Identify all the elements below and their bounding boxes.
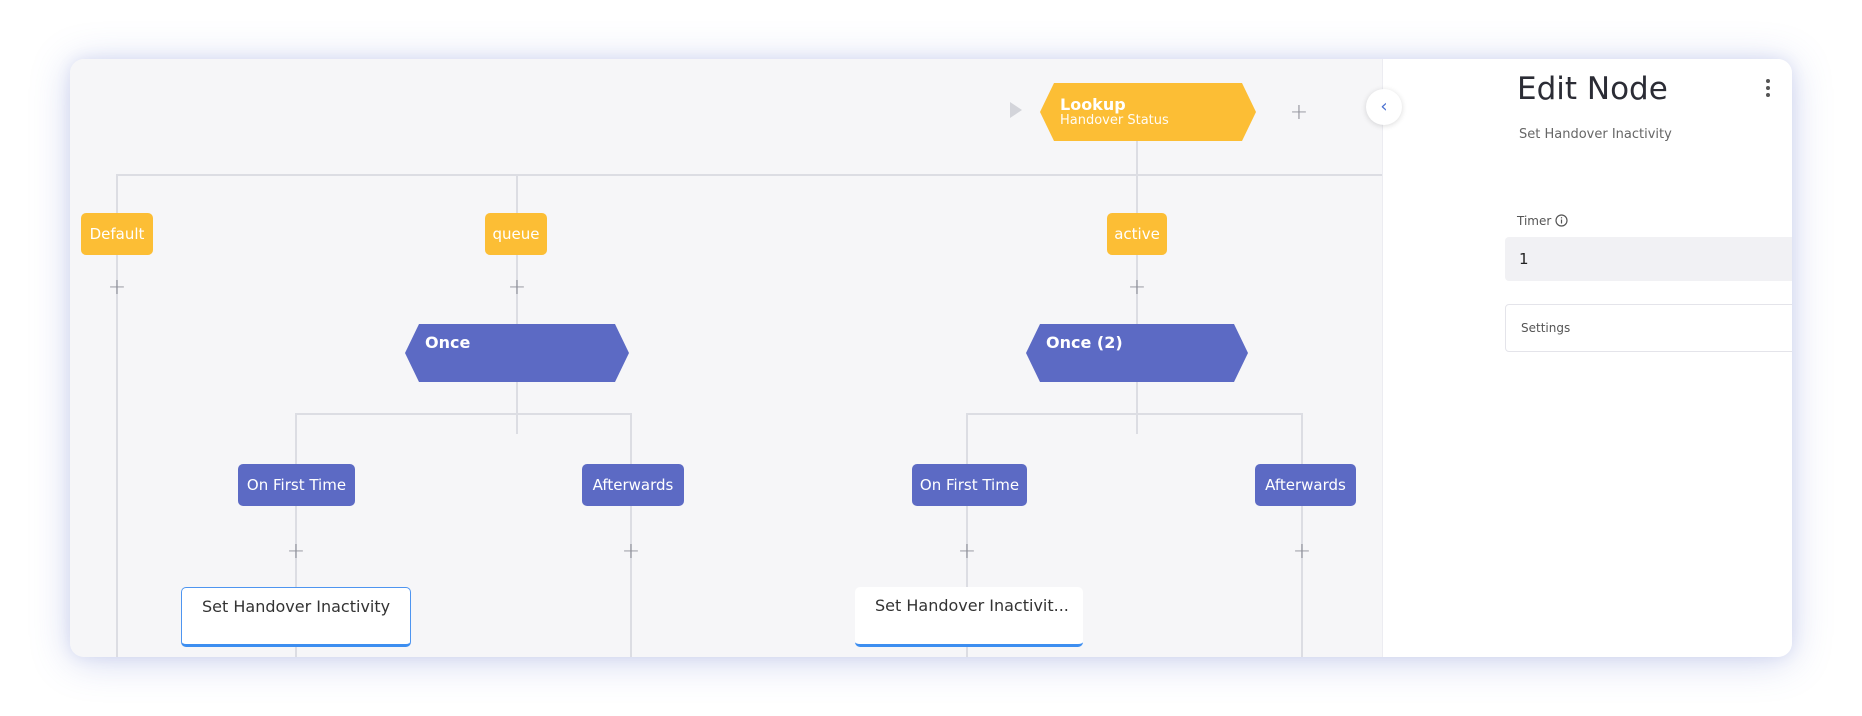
more-options-icon[interactable] <box>1763 79 1773 103</box>
connector <box>966 413 968 657</box>
add-node-plus-icon[interactable]: + <box>107 275 127 300</box>
panel-title: Edit Node <box>1517 71 1668 107</box>
timer-input[interactable]: 1 AI <box>1505 237 1792 281</box>
once-right-title: Once (2) <box>1046 333 1123 352</box>
settings-label: Settings <box>1521 321 1571 335</box>
once-node-shape <box>1026 324 1248 382</box>
app-window: Lookup Handover Status + Default queue a… <box>70 59 1792 657</box>
add-node-plus-icon[interactable]: + <box>1292 539 1312 564</box>
add-node-plus-icon[interactable]: + <box>1289 100 1309 125</box>
add-node-plus-icon[interactable]: + <box>621 539 641 564</box>
connector <box>1136 127 1138 213</box>
action-node-right[interactable]: Set Handover Inactivit... <box>855 587 1083 647</box>
lookup-node[interactable]: Lookup Handover Status <box>1040 83 1256 141</box>
once-left-title: Once <box>425 333 471 352</box>
branch-active[interactable]: active <box>1107 213 1167 255</box>
start-arrow-icon <box>1010 102 1022 118</box>
once-node-right[interactable]: Once (2) <box>1026 324 1248 382</box>
connector <box>116 174 118 657</box>
outcome-afterwards-left[interactable]: Afterwards <box>582 464 684 506</box>
branch-queue[interactable]: queue <box>485 213 547 255</box>
action-node-left[interactable]: Set Handover Inactivity <box>181 587 411 647</box>
connector <box>516 174 518 434</box>
timer-value: 1 <box>1519 250 1529 268</box>
branch-default[interactable]: Default <box>81 213 153 255</box>
connector <box>116 174 1382 176</box>
outcome-on-first-time-left[interactable]: On First Time <box>238 464 355 506</box>
once-node-shape <box>405 324 629 382</box>
add-node-plus-icon[interactable]: + <box>507 275 527 300</box>
outcome-afterwards-right[interactable]: Afterwards <box>1255 464 1356 506</box>
connector <box>630 413 632 657</box>
lookup-title: Lookup <box>1060 95 1126 114</box>
connector <box>1301 413 1303 657</box>
connector <box>295 413 297 657</box>
lookup-subtitle: Handover Status <box>1060 113 1169 128</box>
info-icon[interactable] <box>1555 214 1568 227</box>
connector <box>966 413 1302 415</box>
add-node-plus-icon[interactable]: + <box>1127 275 1147 300</box>
lookup-node-shape <box>1040 83 1256 141</box>
chevron-left-icon: ‹ <box>1380 96 1388 117</box>
once-node-left[interactable]: Once <box>405 324 629 382</box>
connector <box>295 413 631 415</box>
panel-subtitle: Set Handover Inactivity <box>1519 127 1672 142</box>
edit-node-panel: Edit Node Set Handover Inactivity Timer … <box>1382 59 1792 657</box>
connector <box>1136 174 1138 434</box>
outcome-on-first-time-right[interactable]: On First Time <box>912 464 1027 506</box>
collapse-panel-button[interactable]: ‹ <box>1366 89 1402 125</box>
timer-label: Timer <box>1517 214 1552 228</box>
add-node-plus-icon[interactable]: + <box>286 539 306 564</box>
add-node-plus-icon[interactable]: + <box>957 539 977 564</box>
settings-accordion[interactable]: Settings <box>1505 304 1792 352</box>
flow-canvas[interactable]: Lookup Handover Status + Default queue a… <box>70 59 1382 657</box>
